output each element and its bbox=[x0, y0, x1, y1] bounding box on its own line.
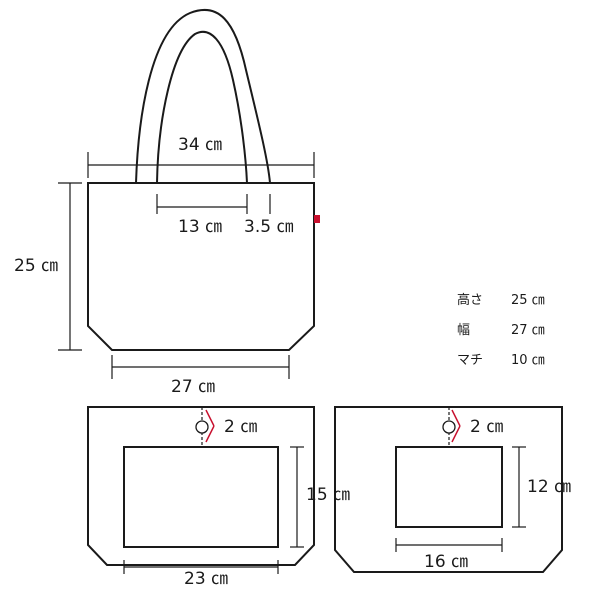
front-pocket bbox=[123, 446, 279, 548]
top-width-label: 34 ㎝ bbox=[178, 135, 222, 155]
spec-key: 幅 bbox=[457, 323, 470, 338]
back-pocket bbox=[395, 446, 503, 528]
spec-value: 25 ㎝ bbox=[511, 293, 545, 308]
offset-marker-circle bbox=[195, 420, 209, 434]
offset-marker-red bbox=[451, 409, 461, 427]
spec-key: 高さ bbox=[457, 292, 483, 308]
back-width-label: 16 ㎝ bbox=[424, 552, 468, 572]
back-offset-label: 2 ㎝ bbox=[470, 417, 503, 437]
bag-tag bbox=[314, 215, 320, 223]
height-label: 25 ㎝ bbox=[14, 256, 58, 276]
bag-handle bbox=[135, 8, 271, 184]
offset-marker-red bbox=[451, 425, 461, 443]
back-panel-outline bbox=[334, 406, 563, 573]
front-panel-outline bbox=[87, 406, 315, 566]
back-pocket-view: 2 ㎝ 12 ㎝ 16 ㎝ bbox=[334, 406, 571, 573]
spec-value: 27 ㎝ bbox=[511, 323, 545, 338]
handle-width-label: 3.5 ㎝ bbox=[244, 217, 293, 237]
handle-spacing-label: 13 ㎝ bbox=[178, 217, 222, 237]
offset-marker-circle bbox=[442, 420, 456, 434]
offset-marker-red bbox=[205, 409, 215, 427]
offset-marker-red bbox=[205, 425, 215, 443]
bag-handle bbox=[156, 30, 248, 184]
back-height-label: 12 ㎝ bbox=[527, 477, 571, 497]
front-offset-label: 2 ㎝ bbox=[224, 417, 257, 437]
spec-table: 高さ 25 ㎝ 幅 27 ㎝ マチ 10 ㎝ bbox=[457, 292, 545, 368]
bottom-width-label: 27 ㎝ bbox=[171, 377, 215, 397]
spec-value: 10 ㎝ bbox=[511, 353, 545, 368]
bag-main-view: 34 ㎝ 13 ㎝ 3.5 ㎝ 25 ㎝ 27 ㎝ bbox=[14, 8, 320, 397]
bag-body bbox=[87, 182, 315, 351]
spec-key: マチ bbox=[457, 353, 483, 368]
front-pocket-view: 2 ㎝ 15 ㎝ 23 ㎝ bbox=[87, 406, 350, 589]
front-width-label: 23 ㎝ bbox=[184, 569, 228, 589]
front-height-label: 15 ㎝ bbox=[306, 485, 350, 505]
